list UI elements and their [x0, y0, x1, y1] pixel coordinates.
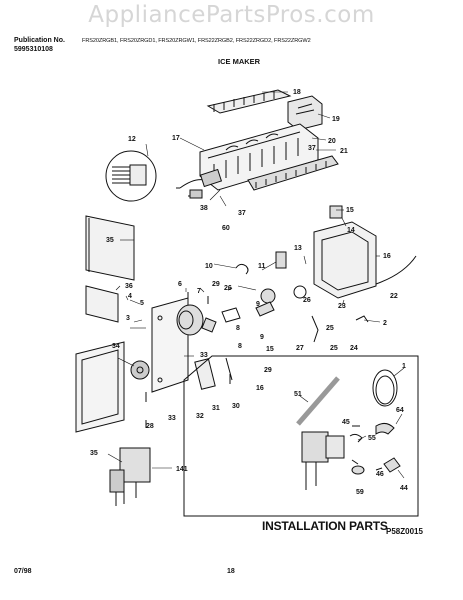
callout-12: 12: [128, 136, 136, 143]
callout-34: 33: [168, 415, 176, 422]
callout-44: 44: [400, 485, 408, 492]
callout-33: 33: [200, 352, 208, 359]
callout-3: 3: [126, 315, 130, 322]
callout-25: 25: [326, 325, 334, 332]
callout-61: 38: [200, 205, 208, 212]
motor: [176, 304, 204, 336]
callout-60: 37: [238, 210, 246, 217]
section-title: ICE MAKER: [218, 57, 261, 66]
callout-51: 51: [294, 391, 302, 398]
ice-ejector: [206, 89, 292, 114]
callout-60-top: 37: [308, 145, 316, 152]
callout-14: 14: [347, 227, 355, 234]
footer-date: 07/98: [14, 568, 32, 575]
callout-29-top: 29: [212, 281, 220, 288]
callout-62: 60: [222, 225, 230, 232]
callout-15-top: 15: [346, 207, 354, 214]
callout-18: 18: [293, 89, 301, 96]
installation-parts-box: [183, 355, 419, 517]
callout-19: 19: [332, 116, 340, 123]
callout-16-top: 16: [383, 253, 391, 260]
callout-59: 59: [356, 489, 364, 496]
callout-45: 45: [342, 419, 350, 426]
callout-5: 5: [140, 300, 144, 307]
callout-15-mid: 15: [266, 346, 274, 353]
callout-10: 10: [205, 263, 213, 270]
callout-22: 22: [390, 293, 398, 300]
callout-55: 55: [368, 435, 376, 442]
timing-gear: [130, 360, 150, 380]
callout-13: 13: [294, 245, 302, 252]
callout-46: 46: [376, 471, 384, 478]
callout-23: 23: [338, 303, 346, 310]
front-cover: [75, 341, 125, 433]
callout-35: 34: [112, 343, 120, 350]
callout-9-top: 9: [256, 301, 260, 308]
fill-tube: [296, 376, 340, 426]
callout-26-left: 26: [224, 285, 232, 292]
callout-8: 8: [238, 343, 242, 350]
page-number: 18: [227, 568, 235, 575]
bearing-housing: [287, 95, 323, 131]
callout-20: 20: [328, 138, 336, 145]
callout-141: 141: [176, 466, 188, 473]
switch: [329, 205, 343, 219]
water-line-coil: [372, 369, 398, 407]
wiring-label: [85, 285, 119, 323]
callout-37: 35: [106, 237, 114, 244]
callout-11: 11: [258, 263, 266, 270]
diagram-code: P58Z0015: [386, 527, 423, 536]
callout-26-right: 26: [303, 297, 311, 304]
callout-24: 24: [350, 345, 358, 352]
callout-21: 21: [340, 148, 348, 155]
callout-4: 4: [128, 293, 132, 300]
callout-64: 64: [396, 407, 404, 414]
mold-heater: [247, 155, 339, 191]
shut-off-arm: [375, 255, 417, 285]
callout-17: 17: [172, 135, 180, 142]
callout-29: 29: [264, 367, 272, 374]
publication-number: 5995310108: [14, 46, 53, 53]
connector-detail: [105, 150, 157, 202]
part-callouts: 18 19 20 21 37 12 17 38 37 60 15 14 16 3…: [90, 89, 408, 496]
callout-32: 32: [196, 413, 204, 420]
callout-2: 2: [383, 320, 387, 327]
callout-36: 35: [90, 450, 98, 457]
callout-30: 30: [232, 403, 240, 410]
model-list: FRS20ZRGB1, FRS20ZRGD1, FRS20ZRGW1, FRS2…: [82, 38, 311, 44]
water-valve: [109, 447, 151, 506]
support-bracket: [313, 221, 377, 299]
callout-8-top: 8: [236, 325, 240, 332]
watermark: AppliancePartsPros.com: [88, 2, 375, 28]
callout-9: 9: [260, 334, 264, 341]
callout-28: 28: [146, 423, 154, 430]
callout-7: 7: [197, 288, 201, 295]
callout-31: 31: [212, 405, 220, 412]
callout-25-low: 25: [330, 345, 338, 352]
callout-16: 16: [256, 385, 264, 392]
installation-parts-label: INSTALLATION PARTS: [262, 519, 388, 533]
callout-kit-1: 1: [402, 363, 406, 370]
publication-label: Publication No.: [14, 37, 65, 44]
callout-38: 36: [125, 283, 133, 290]
callout-6: 6: [178, 281, 182, 288]
callout-27: 27: [296, 345, 304, 352]
instruction-manual: [85, 215, 135, 281]
